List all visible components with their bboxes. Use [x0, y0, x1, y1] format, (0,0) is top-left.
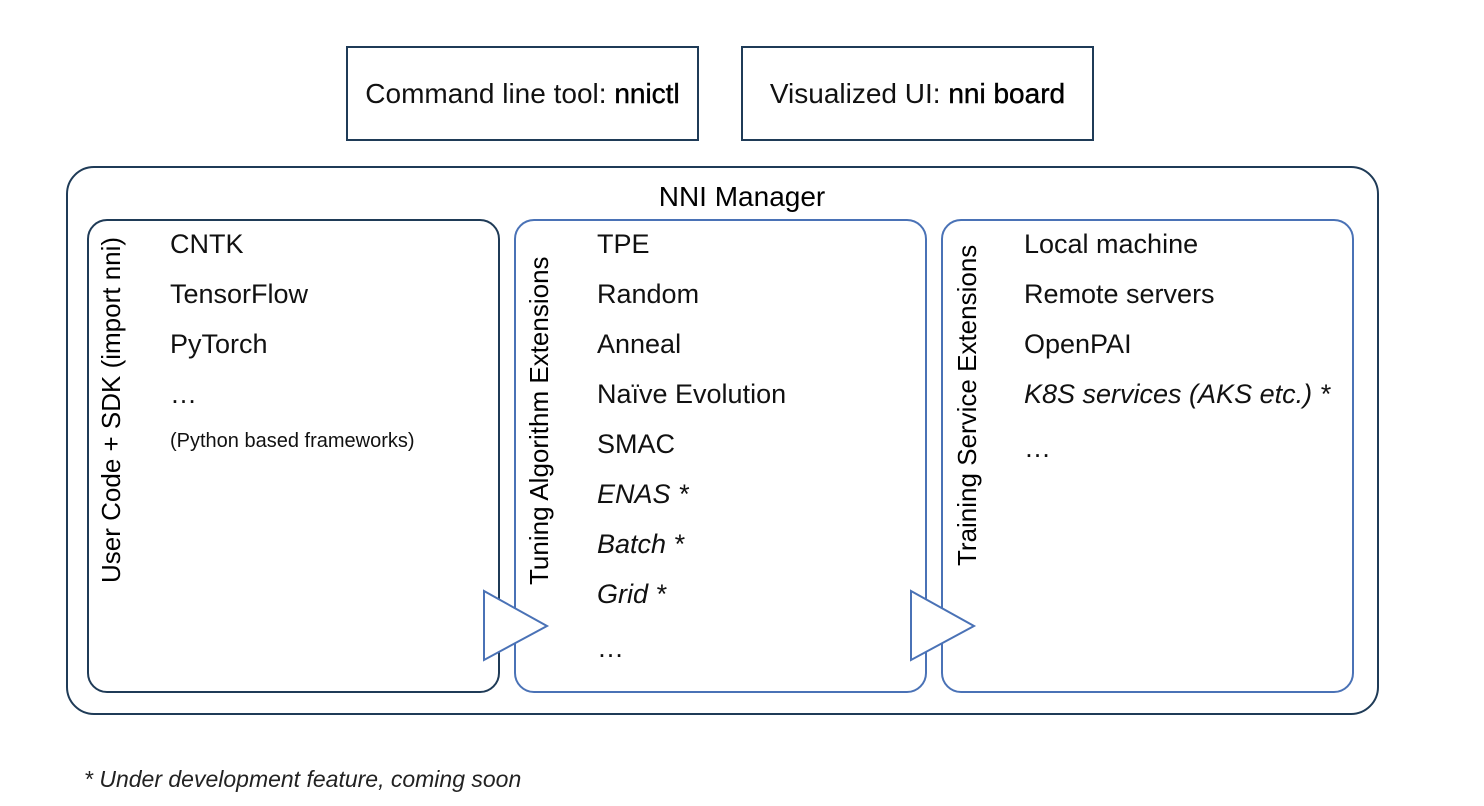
training-item-openpai: OpenPAI [1024, 329, 1132, 359]
ui-name: nni board [948, 77, 1066, 109]
nni-manager-container [66, 166, 1379, 715]
nni-manager-title: NNI Manager [658, 181, 826, 212]
tuning-item-random: Random [597, 279, 700, 309]
cli-prefix: Command line tool: [365, 77, 615, 109]
training-panel [941, 219, 1354, 693]
tuning-item-more: … [597, 633, 624, 663]
user-code-item-pytorch: PyTorch [170, 329, 268, 359]
training-item-more: … [1024, 433, 1051, 463]
tuning-item-naive-evolution: Naïve Evolution [597, 379, 787, 409]
user-code-item-tensorflow: TensorFlow [170, 279, 309, 309]
ui-prefix: Visualized UI: [769, 77, 949, 109]
user-code-label: User Code + SDK (import nni) [96, 236, 126, 583]
training-item-local-machine: Local machine [1024, 229, 1199, 259]
training-item-k8s: K8S services (AKS etc.) * [1024, 379, 1331, 409]
user-code-item-more: … [170, 379, 197, 409]
tuning-label: Tuning Algorithm Extensions [524, 256, 554, 585]
cli-name: nnictl [614, 77, 680, 109]
user-code-note: (Python based frameworks) [170, 430, 415, 452]
command-line-tool-box: Command line tool: nnictl [346, 46, 699, 141]
visualized-ui-box: Visualized UI: nni board [741, 46, 1094, 141]
tuning-item-tpe: TPE [597, 229, 650, 259]
tuning-item-grid: Grid * [597, 579, 667, 609]
user-code-item-cntk: CNTK [170, 229, 244, 259]
arrow-tuning-to-training-icon [910, 589, 977, 662]
tuning-panel [514, 219, 927, 693]
arrow-user-to-tuning-icon [483, 589, 550, 662]
tuning-item-smac: SMAC [597, 429, 676, 459]
training-label: Training Service Extensions [952, 244, 982, 566]
training-item-remote-servers: Remote servers [1024, 279, 1215, 309]
tuning-item-anneal: Anneal [597, 329, 682, 359]
user-code-panel [87, 219, 500, 693]
footnote: * Under development feature, coming soon [84, 766, 522, 792]
tuning-item-batch: Batch * [597, 529, 685, 559]
tuning-item-enas: ENAS * [597, 479, 689, 509]
